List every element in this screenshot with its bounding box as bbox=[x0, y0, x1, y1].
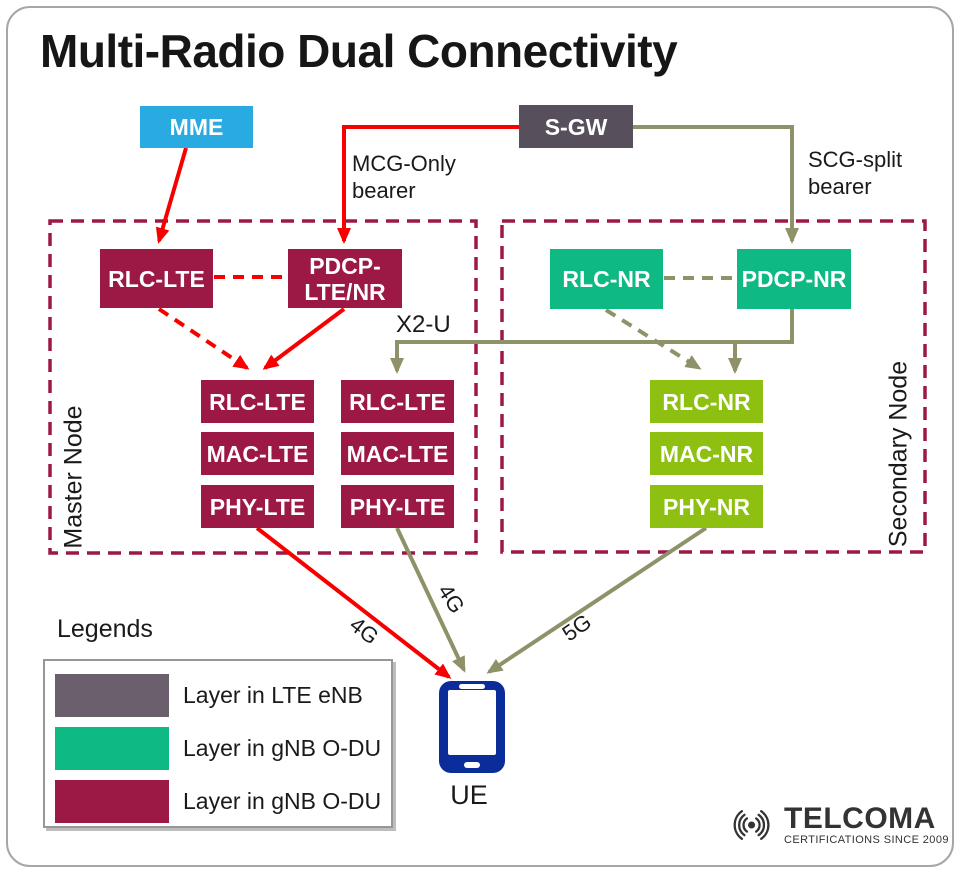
lte-stack1-mac-box: MAC-LTE bbox=[201, 432, 314, 475]
legend-box: Layer in LTE eNB Layer in gNB O-DU Layer… bbox=[43, 659, 393, 828]
secondary-node-border bbox=[500, 219, 927, 554]
wave-arc bbox=[760, 810, 770, 840]
nr-stack-rlc-box: RLC-NR bbox=[650, 380, 763, 423]
wave-dot bbox=[748, 821, 756, 829]
phone-speaker bbox=[459, 684, 485, 689]
logo-text: TELCOMA CERTIFICATIONS SINCE 2009 bbox=[784, 801, 949, 846]
nr-stack-phy-label: PHY-NR bbox=[663, 493, 750, 520]
edge-x2u-to-stack2 bbox=[390, 309, 794, 374]
sgw-box-label: S-GW bbox=[544, 113, 608, 140]
mcg-bearer-label: MCG-Only bearer bbox=[352, 151, 456, 203]
edge-phylte1-to-ue bbox=[255, 526, 452, 679]
master-rlc-label: RLC-LTE bbox=[108, 265, 205, 292]
lte-stack1-rlc-label: RLC-LTE bbox=[209, 388, 306, 415]
scg-bearer-label: SCG-split bearer bbox=[808, 147, 903, 199]
lte-stack2-rlc-label: RLC-LTE bbox=[349, 388, 446, 415]
legend-row-gnb-green: Layer in gNB O-DU bbox=[55, 727, 385, 770]
legend-swatch-green bbox=[55, 727, 169, 770]
phone-screen bbox=[448, 690, 496, 755]
legend-label-gnb-green: Layer in gNB O-DU bbox=[183, 735, 382, 761]
legend-label-gnb-maroon: Layer in gNB O-DU bbox=[183, 788, 382, 814]
legend-swatch-gray bbox=[55, 674, 169, 717]
secondary-rlc-label: RLC-NR bbox=[562, 266, 651, 292]
master-pdcp-line1: PDCP- bbox=[309, 252, 381, 279]
nr-stack-mac-box: MAC-NR bbox=[650, 432, 763, 475]
legend-swatch-maroon bbox=[55, 780, 169, 823]
legend-title: Legends bbox=[57, 615, 153, 643]
logo-brand: TELCOMA bbox=[784, 801, 936, 835]
legend-row-lte-enb: Layer in LTE eNB bbox=[55, 674, 385, 717]
secondary-rlc-box: RLC-NR bbox=[550, 249, 663, 309]
lte-stack2-phy-label: PHY-LTE bbox=[349, 493, 446, 520]
page-title: Multi-Radio Dual Connectivity bbox=[40, 25, 678, 77]
wave-arc bbox=[757, 813, 766, 837]
logo-tagline: CERTIFICATIONS SINCE 2009 bbox=[784, 833, 949, 846]
master-node-label: Master Node bbox=[59, 405, 88, 549]
lte-stack2-rlc-box: RLC-LTE bbox=[341, 380, 454, 423]
edge-phynr-to-ue bbox=[486, 526, 708, 674]
master-pdcp-label: PDCP- LTE/NR bbox=[304, 253, 385, 305]
mme-box-label: MME bbox=[169, 114, 224, 140]
edge-rlcnr-to-stacknr-dashed bbox=[604, 308, 702, 370]
master-rlc-box: RLC-LTE bbox=[100, 249, 213, 308]
secondary-node-label: Secondary Node bbox=[884, 360, 913, 548]
nr-stack-phy-box: PHY-NR bbox=[650, 485, 763, 528]
sgw-box: S-GW bbox=[519, 105, 633, 148]
edge-sgw-to-pdcpnr bbox=[633, 125, 799, 244]
secondary-pdcp-label: PDCP-NR bbox=[741, 266, 847, 292]
ue-label: UE bbox=[450, 780, 488, 810]
ue-phone-icon bbox=[439, 681, 505, 773]
mme-box: MME bbox=[140, 106, 253, 148]
lte-stack2-mac-label: MAC-LTE bbox=[346, 440, 449, 467]
edge-phylte2-to-ue bbox=[395, 527, 466, 673]
wave-arc bbox=[733, 810, 744, 840]
telcoma-logo: TELCOMA CERTIFICATIONS SINCE 2009 bbox=[725, 801, 949, 846]
edge-rlclte-to-stack1-dashed bbox=[157, 307, 250, 370]
master-pdcp-box: PDCP- LTE/NR bbox=[288, 249, 402, 308]
wave-arc bbox=[738, 813, 746, 837]
edge-pdcplte-to-stack1 bbox=[262, 307, 346, 370]
phone-home-button bbox=[464, 762, 480, 768]
master-pdcp-line2: LTE/NR bbox=[304, 278, 386, 305]
lte-stack1-phy-box: PHY-LTE bbox=[201, 485, 314, 528]
x2u-label: X2-U bbox=[396, 311, 451, 338]
secondary-pdcp-box: PDCP-NR bbox=[737, 249, 851, 309]
nr-stack-mac-label: MAC-NR bbox=[659, 440, 754, 467]
edge-sgw-to-pdcplte bbox=[337, 125, 519, 244]
lte-stack2-phy-box: PHY-LTE bbox=[341, 485, 454, 528]
signal-waves-icon bbox=[733, 810, 770, 840]
lte-stack1-mac-label: MAC-LTE bbox=[206, 440, 309, 467]
lte-stack1-rlc-box: RLC-LTE bbox=[201, 380, 314, 423]
nr-stack-rlc-label: RLC-NR bbox=[662, 388, 751, 415]
master-node-border bbox=[48, 219, 478, 555]
legend-row-gnb-maroon: Layer in gNB O-DU bbox=[55, 780, 385, 823]
legend-label-lte-enb: Layer in LTE eNB bbox=[183, 682, 363, 708]
lte-stack1-phy-label: PHY-LTE bbox=[209, 493, 306, 520]
wave-arc bbox=[755, 817, 761, 833]
edge-mme-to-rlclte bbox=[155, 147, 188, 244]
wave-arc bbox=[742, 817, 749, 833]
lte-stack2-mac-box: MAC-LTE bbox=[341, 432, 454, 475]
